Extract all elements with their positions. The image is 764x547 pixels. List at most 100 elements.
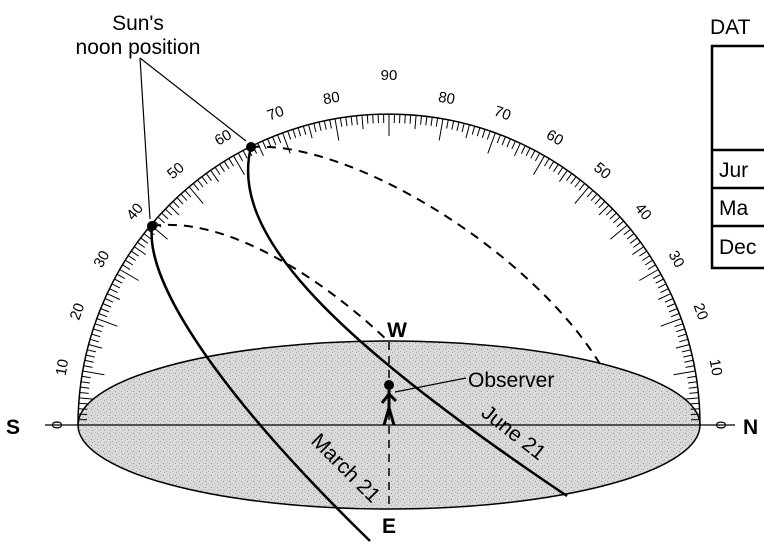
scale-tick xyxy=(554,164,559,172)
scale-tick xyxy=(324,121,326,130)
scale-label-right-2: 60 xyxy=(543,126,566,149)
scale-tick xyxy=(534,156,545,175)
scale-tick xyxy=(575,180,581,187)
scale-tick xyxy=(669,309,677,312)
scale-label-left-1: 10 xyxy=(53,358,73,377)
scale-tick xyxy=(211,170,219,182)
scale-tick xyxy=(531,150,535,158)
scale-tick xyxy=(293,129,296,138)
south-label: S xyxy=(6,416,20,439)
scale-tick xyxy=(567,173,572,180)
scale-tick xyxy=(83,371,105,375)
scale-tick xyxy=(340,118,342,127)
scale-tick xyxy=(535,153,539,161)
scale-tick xyxy=(656,279,664,283)
scale-tick xyxy=(107,294,120,300)
scale-tick xyxy=(189,187,203,204)
scale-tick xyxy=(131,251,138,256)
scale-tick xyxy=(462,123,464,132)
scale-tick xyxy=(676,329,685,332)
scale-tick xyxy=(678,334,687,337)
scale-tick xyxy=(502,137,505,145)
scale-tick xyxy=(587,190,593,197)
scale-tick xyxy=(367,115,368,124)
scale-tick xyxy=(632,247,644,255)
scale-tick xyxy=(691,409,700,410)
scale-label-90: 90 xyxy=(381,67,398,84)
scale-tick xyxy=(472,126,475,135)
north-label: N xyxy=(743,416,758,439)
scale-tick xyxy=(515,143,521,156)
scale-tick xyxy=(373,114,374,123)
scale-tick xyxy=(624,229,631,235)
scale-tick xyxy=(633,242,640,247)
scale-tick xyxy=(689,393,698,394)
scale-tick xyxy=(273,137,276,145)
scale-tick xyxy=(686,366,695,368)
scale-tick xyxy=(658,284,666,288)
scale-tick xyxy=(684,360,693,362)
scale-label-right-1: 70 xyxy=(492,103,513,125)
scale-tick xyxy=(439,119,443,141)
scale-tick xyxy=(82,376,91,378)
scale-tick xyxy=(452,121,454,130)
callout-line-1: Sun's xyxy=(112,12,164,35)
scale-tick xyxy=(630,238,637,244)
scale-tick xyxy=(627,234,634,240)
scale-tick xyxy=(319,122,321,131)
scale-tick xyxy=(87,350,96,352)
data-table-title: DAT xyxy=(710,16,751,39)
scale-tick xyxy=(410,115,411,124)
scale-tick xyxy=(298,128,301,137)
scale-tick xyxy=(162,213,169,219)
scale-tick xyxy=(658,294,671,300)
scale-tick xyxy=(114,279,122,283)
scale-tick xyxy=(137,242,144,247)
scale-label-right-5: 30 xyxy=(665,248,688,271)
scale-label-right-7: 10 xyxy=(706,358,726,377)
scale-tick xyxy=(120,270,139,281)
scale-tick xyxy=(415,115,416,129)
scale-tick xyxy=(122,265,130,270)
scale-tick xyxy=(545,158,550,166)
scale-label-left-3: 30 xyxy=(90,248,113,271)
scale-tick xyxy=(93,329,102,332)
scale-tick xyxy=(229,158,234,166)
scale-tick xyxy=(682,350,691,352)
scale-tick xyxy=(665,299,673,303)
scale-tick xyxy=(426,116,427,125)
scale-tick xyxy=(617,221,624,227)
scale-tick xyxy=(431,117,432,126)
scale-label-right-6: 20 xyxy=(690,301,712,322)
scale-tick xyxy=(288,131,291,140)
scale-label-left-0: 0 xyxy=(49,421,66,429)
scale-tick xyxy=(215,167,220,174)
scale-tick xyxy=(101,309,109,312)
scale-tick xyxy=(185,190,191,197)
scale-tick xyxy=(405,114,406,123)
scale-tick xyxy=(268,139,272,147)
scale-label-left-4: 40 xyxy=(123,200,147,224)
scale-tick xyxy=(99,314,107,317)
scale-tick xyxy=(477,128,480,137)
callout-leader-june xyxy=(140,58,246,141)
scale-tick xyxy=(144,234,151,240)
scale-tick xyxy=(314,123,316,132)
scale-tick xyxy=(579,183,585,190)
data-table-row-2: Ma xyxy=(719,197,748,220)
scale-tick xyxy=(79,398,93,399)
scale-tick xyxy=(95,324,104,327)
scale-tick xyxy=(90,339,99,342)
june-21-sun-path-back xyxy=(251,147,600,364)
scale-tick xyxy=(238,153,242,161)
scale-tick xyxy=(639,270,658,281)
data-table-row-1: Jur xyxy=(719,159,748,182)
scale-tick xyxy=(141,238,148,244)
scale-tick xyxy=(330,120,332,129)
scale-tick xyxy=(559,170,567,182)
scale-label-right-4: 40 xyxy=(631,200,655,224)
scale-tick xyxy=(558,167,563,174)
scale-tick xyxy=(134,247,146,255)
scale-tick xyxy=(112,284,120,288)
